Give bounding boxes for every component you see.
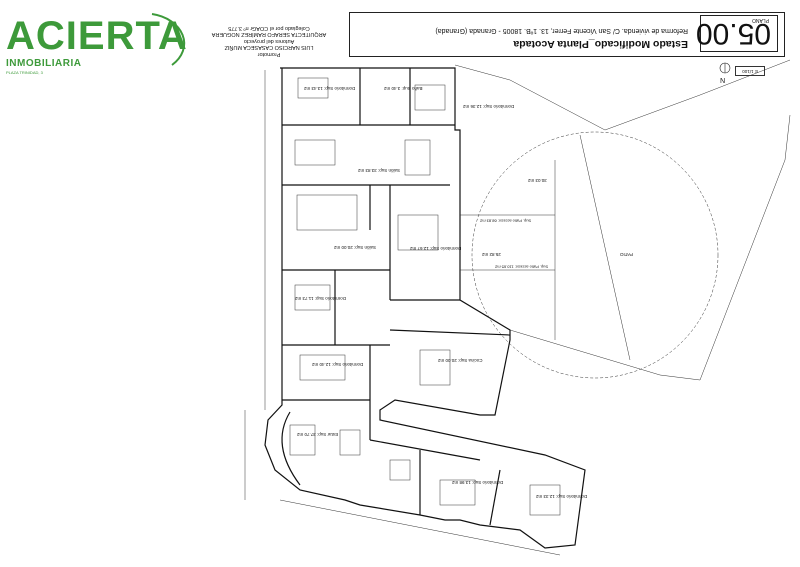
logo-tagline: PLAZA TRINIDAD, 3 <box>6 70 43 75</box>
agency-logo: ACIERTA INMOBILIARIA PLAZA TRINIDAD, 3 <box>2 10 192 75</box>
room-label-dormitorio-7: Dormitorio Sup: 12.33 m2 <box>536 494 588 499</box>
room-label-dormitorio-2: Dormitorio Sup: 12.36 m2 <box>463 104 515 109</box>
room-label-salon-2: Salón Sup: 20.00 m2 <box>334 245 377 250</box>
room-label-bano-1: Baño Sup: 3.40 m2 <box>384 86 423 91</box>
title-block: 05.00 PLANO Estado Modificado_Planta Aco… <box>349 12 785 57</box>
north-arrow-icon <box>719 62 731 74</box>
room-label-dormitorio-4: Dormitorio Sup: 11.73 m2 <box>295 296 346 301</box>
room-label-dormitorio-5: Dormitorio Sup: 12.40 m2 <box>312 362 364 367</box>
room-label-dormitorio-3: Dormitorio Sup: 12.67 m2 <box>410 246 462 251</box>
patio-label-area-1: 25.82 m2 <box>482 252 501 257</box>
logo-wordmark: ACIERTA <box>6 14 188 58</box>
room-label-cocina: Cocina Sup: 20.00 m2 <box>438 358 483 363</box>
patio-label-area-2: 30.03 m2 <box>528 178 547 183</box>
patio-note-1: Sup. Patio acceso: 68.83 m2 <box>480 218 532 224</box>
room-label-estar: Estar Sup: 37.70 m2 <box>297 432 339 437</box>
room-label-dormitorio-6: Dormitorio Sup: 13.98 m2 <box>452 480 504 485</box>
patio-label: PATIO <box>620 252 633 257</box>
logo-arc <box>151 13 186 66</box>
patio-note-2: Sup. Patio acceso: 110.65 m2 <box>495 264 549 270</box>
room-label-salon: Salón Sup: 33.83 m2 <box>358 168 401 173</box>
logo-subtitle: INMOBILIARIA <box>6 58 82 69</box>
room-label-dormitorio-1: Dormitorio Sup: 13.43 m2 <box>304 86 356 91</box>
